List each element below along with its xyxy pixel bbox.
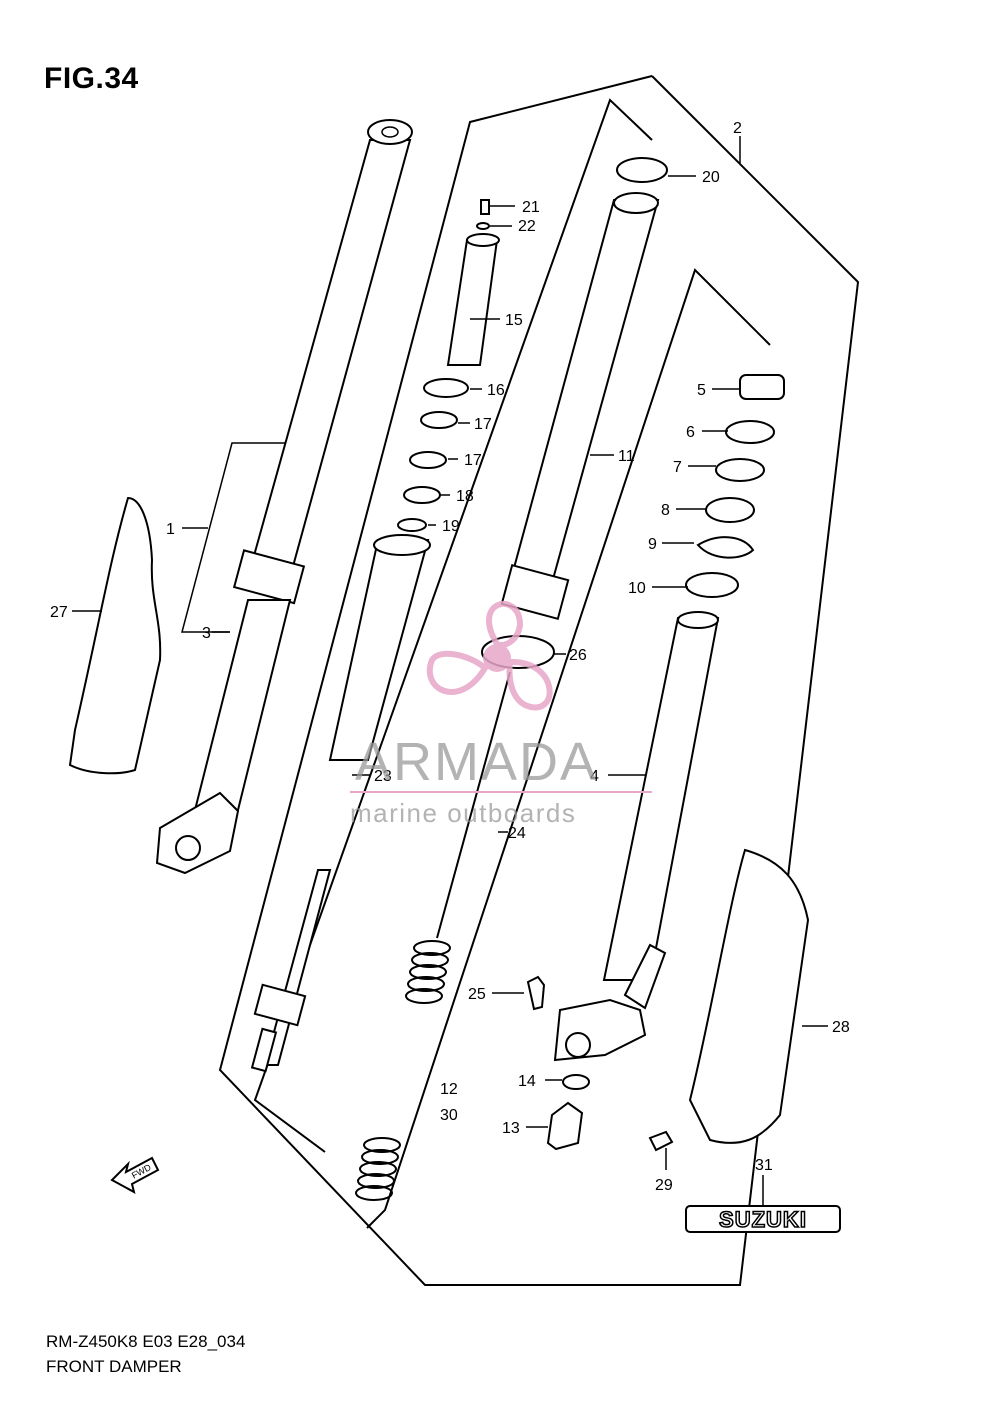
- fork-guard-right: [688, 848, 810, 1144]
- callout-7: 7: [673, 459, 682, 476]
- callout-17-lower: 17: [464, 452, 482, 469]
- section-name: FRONT DAMPER: [46, 1357, 182, 1376]
- bracket-part-1: [181, 442, 285, 633]
- fork-spring-upper: [405, 940, 451, 1004]
- damper-rod: [436, 671, 511, 939]
- callout-5: 5: [697, 382, 706, 399]
- callout-26: 26: [569, 647, 587, 664]
- o-ring-14: [562, 1074, 590, 1090]
- callout-27: 27: [50, 604, 68, 621]
- callout-18: 18: [456, 488, 474, 505]
- assembly-bracket-outer: [218, 75, 860, 1286]
- right-fork-tube: [553, 611, 720, 1062]
- callout-21: 21: [522, 199, 540, 216]
- damper-inner-parts: [250, 199, 500, 1073]
- callout-28: 28: [832, 1019, 850, 1036]
- suzuki-emblem-text: SUZUKI: [719, 1207, 807, 1232]
- fork-spring-lower: [355, 1137, 401, 1201]
- watermark-tagline: marine outboards: [350, 798, 576, 828]
- suzuki-emblem: SUZUKI: [685, 1205, 841, 1233]
- callout-12: 12: [440, 1081, 458, 1098]
- watermark-brand: ARMADA: [355, 732, 598, 792]
- callout-20: 20: [702, 169, 720, 186]
- bleed-screw-25: [526, 975, 546, 1011]
- seal-stack: [685, 374, 785, 598]
- callout-9: 9: [648, 536, 657, 553]
- arrow-left-icon: FWD: [110, 1156, 160, 1194]
- model-code: RM-Z450K8 E03 E28_034: [46, 1332, 246, 1351]
- leader-lines: [72, 136, 828, 1205]
- callout-4: 4: [590, 768, 599, 785]
- callout-16: 16: [487, 382, 505, 399]
- bolt-29: [648, 1130, 674, 1152]
- callout-10: 10: [628, 580, 646, 597]
- callout-19: 19: [442, 518, 460, 535]
- fork-guard-left: [68, 496, 162, 775]
- callout-15: 15: [505, 312, 523, 329]
- callout-8: 8: [661, 502, 670, 519]
- callout-11: 11: [618, 448, 635, 465]
- callout-31: 31: [755, 1157, 773, 1174]
- callout-1: 1: [166, 521, 175, 538]
- callout-3: 3: [202, 625, 211, 642]
- callout-17-upper: 17: [474, 416, 492, 433]
- callout-29: 29: [655, 1177, 673, 1194]
- callout-23: 23: [374, 768, 392, 785]
- callout-25: 25: [468, 986, 486, 1003]
- inner-fork-tube: [500, 157, 668, 621]
- callout-22: 22: [518, 218, 536, 235]
- callout-24: 24: [508, 825, 526, 842]
- callout-6: 6: [686, 424, 695, 441]
- assembly-bracket-right: [366, 268, 771, 1229]
- callout-14: 14: [518, 1073, 536, 1090]
- assembly-bracket-inner-tube: [253, 98, 653, 1153]
- figure-title: FIG.34: [44, 62, 139, 95]
- base-valve-13: [546, 1101, 584, 1151]
- propeller-logo-icon: [427, 600, 553, 711]
- callout-2: 2: [733, 120, 742, 137]
- callout-13: 13: [502, 1120, 520, 1137]
- callout-30: 30: [440, 1107, 458, 1124]
- outer-fork-tube: [155, 119, 413, 875]
